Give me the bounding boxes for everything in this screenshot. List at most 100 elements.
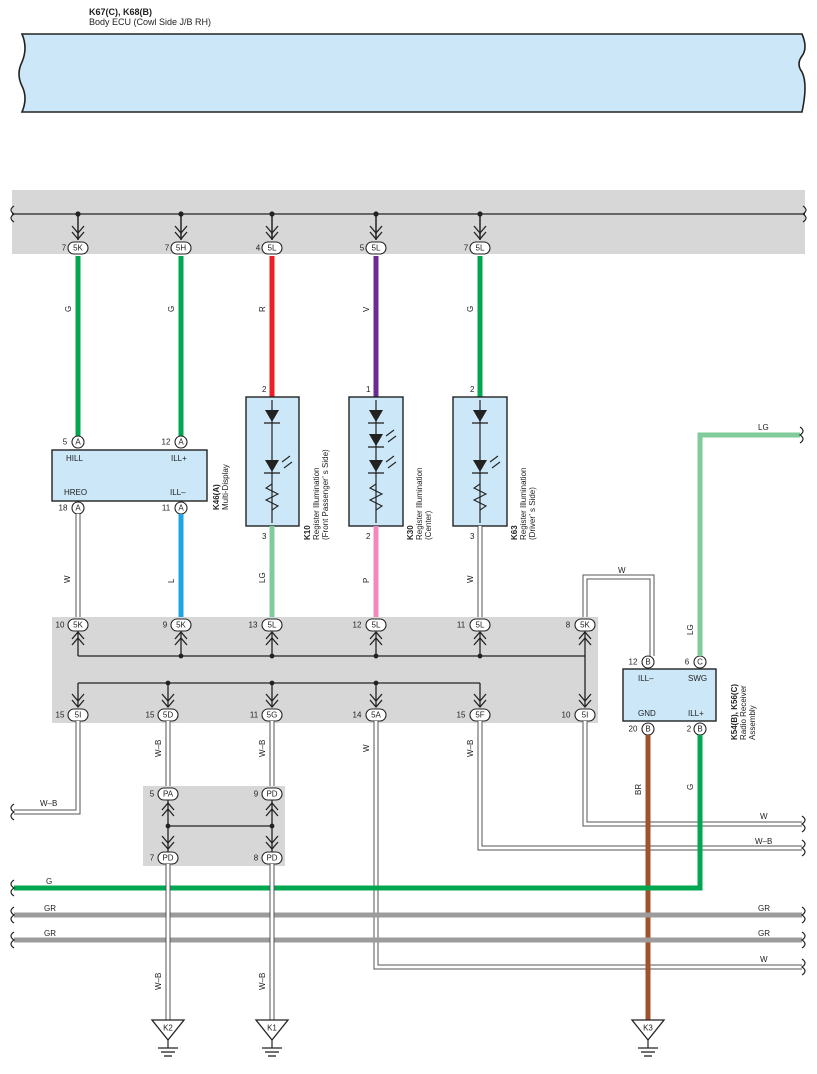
svg-text:9: 9 <box>254 790 259 799</box>
radio-pin-ill-minus: 12 B <box>629 655 655 669</box>
top-pin-1-code: 5H <box>176 244 186 253</box>
radio-top-w-label: W <box>618 566 626 575</box>
radio-label-swg: SWG <box>688 674 707 683</box>
jc-pin-bl: 7 PD <box>150 851 179 865</box>
body-ecu-box <box>18 33 806 113</box>
wire-label-top-0: G <box>64 306 73 312</box>
svg-text:5L: 5L <box>372 621 381 630</box>
radio-label-gnd: GND <box>638 709 656 718</box>
ground-k1: K1 <box>254 1019 290 1057</box>
wire-label-wb-left: W–B <box>40 799 57 808</box>
jb-bottom-pin-3: 14 5A <box>353 708 387 722</box>
ground-k3-label: K3 <box>643 1024 653 1033</box>
svg-text:PD: PD <box>266 790 277 799</box>
svg-text:K54(B), K56(C): K54(B), K56(C) <box>730 684 739 740</box>
svg-text:K10: K10 <box>303 525 312 540</box>
k63-bottom-pin: 3 <box>470 532 475 541</box>
jb-top-pin-5: 8 5K <box>566 618 596 632</box>
md-label-ill-plus: ILL+ <box>171 454 187 463</box>
svg-text:13: 13 <box>249 621 258 630</box>
jb-top-pin-3: 12 5L <box>353 618 387 632</box>
svg-text:5I: 5I <box>582 711 589 720</box>
wire-label-k63: W <box>466 575 475 583</box>
wire-label-wb-right: W–B <box>755 837 772 846</box>
jb-top-pin-2: 13 5L <box>249 618 283 632</box>
wire-label-k10: LG <box>258 572 267 583</box>
svg-text:(Front Passenger’ s Side): (Front Passenger’ s Side) <box>321 449 330 540</box>
k10-top-pin: 2 <box>262 385 267 394</box>
k63-label: K63 Register Illumination (Driver’ s Sid… <box>510 468 537 540</box>
wire-w-5a <box>373 721 806 976</box>
radio-pin-ill-plus: 2 B <box>687 722 707 736</box>
svg-text:5L: 5L <box>476 621 485 630</box>
jb-bottom-pin-5: 10 5I <box>562 708 596 722</box>
wire-label-wb-5g: W–B <box>258 740 267 757</box>
md-pin-hill-code: A <box>75 438 81 447</box>
radio-swg-wire <box>697 426 804 656</box>
wire-wb-5d <box>165 721 275 786</box>
top-pin-3-num: 5 <box>360 244 365 253</box>
top-pin-0: 7 5K <box>62 241 89 255</box>
svg-text:8: 8 <box>254 854 259 863</box>
jb-top-pin-4: 11 5L <box>457 618 491 632</box>
md-pin-ill-minus: 11 A <box>162 501 188 515</box>
multi-display-box <box>51 449 208 502</box>
radio-lg-out-label: LG <box>758 423 769 432</box>
top-pin-0-code: 5K <box>73 244 83 253</box>
svg-text:12: 12 <box>353 621 362 630</box>
radio-receiver-box <box>622 668 717 722</box>
svg-text:15: 15 <box>56 711 65 720</box>
jb-top-chevrons <box>71 631 592 646</box>
body-ecu-name: Body ECU (Cowl Side J/B RH) <box>89 17 211 27</box>
md-pin-ill-minus-code: A <box>178 504 184 513</box>
radio-swg-label: LG <box>686 624 695 635</box>
md-id: K46(A) <box>212 484 221 510</box>
top-pin-2-code: 5L <box>268 244 277 253</box>
md-pin-hill-num: 5 <box>63 438 68 447</box>
upper-junction-block <box>10 190 807 254</box>
register-k10 <box>245 396 300 527</box>
jb-bottom-pin-1: 15 5D <box>146 708 179 722</box>
svg-text:5K: 5K <box>73 621 83 630</box>
md-pin-ill-plus-code: A <box>178 438 184 447</box>
svg-text:5L: 5L <box>268 621 277 630</box>
wire-label-g-left: G <box>46 877 52 886</box>
md-pin-hreo-num: 18 <box>59 504 68 513</box>
ground-k1-label: K1 <box>267 1024 277 1033</box>
top-pin-2-num: 4 <box>256 244 261 253</box>
top-pin-1-num: 7 <box>165 244 170 253</box>
upper-pin-chevrons <box>71 225 487 240</box>
svg-text:PD: PD <box>266 854 277 863</box>
wire-wb-5f <box>477 721 806 857</box>
wire-label-gr-2-right: GR <box>758 929 770 938</box>
wire-gr-2 <box>10 931 806 949</box>
svg-text:9: 9 <box>163 621 168 630</box>
wire-label-ill-minus: L <box>167 578 176 583</box>
k30-bottom-pin: 2 <box>366 532 371 541</box>
wire-label-k30: P <box>362 578 371 583</box>
wire-gr-1 <box>10 906 806 924</box>
wire-label-top-4: G <box>466 306 475 312</box>
svg-text:5K: 5K <box>176 621 186 630</box>
jc-pin-br: 8 PD <box>254 851 283 865</box>
jb-bottom-pin-0: 15 5I <box>56 708 89 722</box>
k30-label: K30 Register Illumination (Center) <box>406 468 433 540</box>
radio-pin-gnd: 20 B <box>629 722 655 736</box>
wire-label-wb-k2: W–B <box>154 973 163 990</box>
register-k63 <box>452 396 508 527</box>
svg-text:Register Illumination: Register Illumination <box>312 468 321 540</box>
svg-text:15: 15 <box>146 711 155 720</box>
radio-label-ill-minus: ILL– <box>638 674 654 683</box>
wire-wb-ground <box>165 864 275 1020</box>
svg-text:K63: K63 <box>510 525 519 540</box>
ground-k2: K2 <box>150 1019 186 1057</box>
md-label-hill: HILL <box>66 454 83 463</box>
k10-bottom-pin: 3 <box>262 532 267 541</box>
top-pin-0-num: 7 <box>62 244 67 253</box>
svg-text:K30: K30 <box>406 525 415 540</box>
lower-junction-block <box>52 617 598 723</box>
wire-label-wb-k1: W–B <box>258 973 267 990</box>
svg-text:15: 15 <box>457 711 466 720</box>
md-pin-hreo-code: A <box>75 504 81 513</box>
svg-text:14: 14 <box>353 711 362 720</box>
